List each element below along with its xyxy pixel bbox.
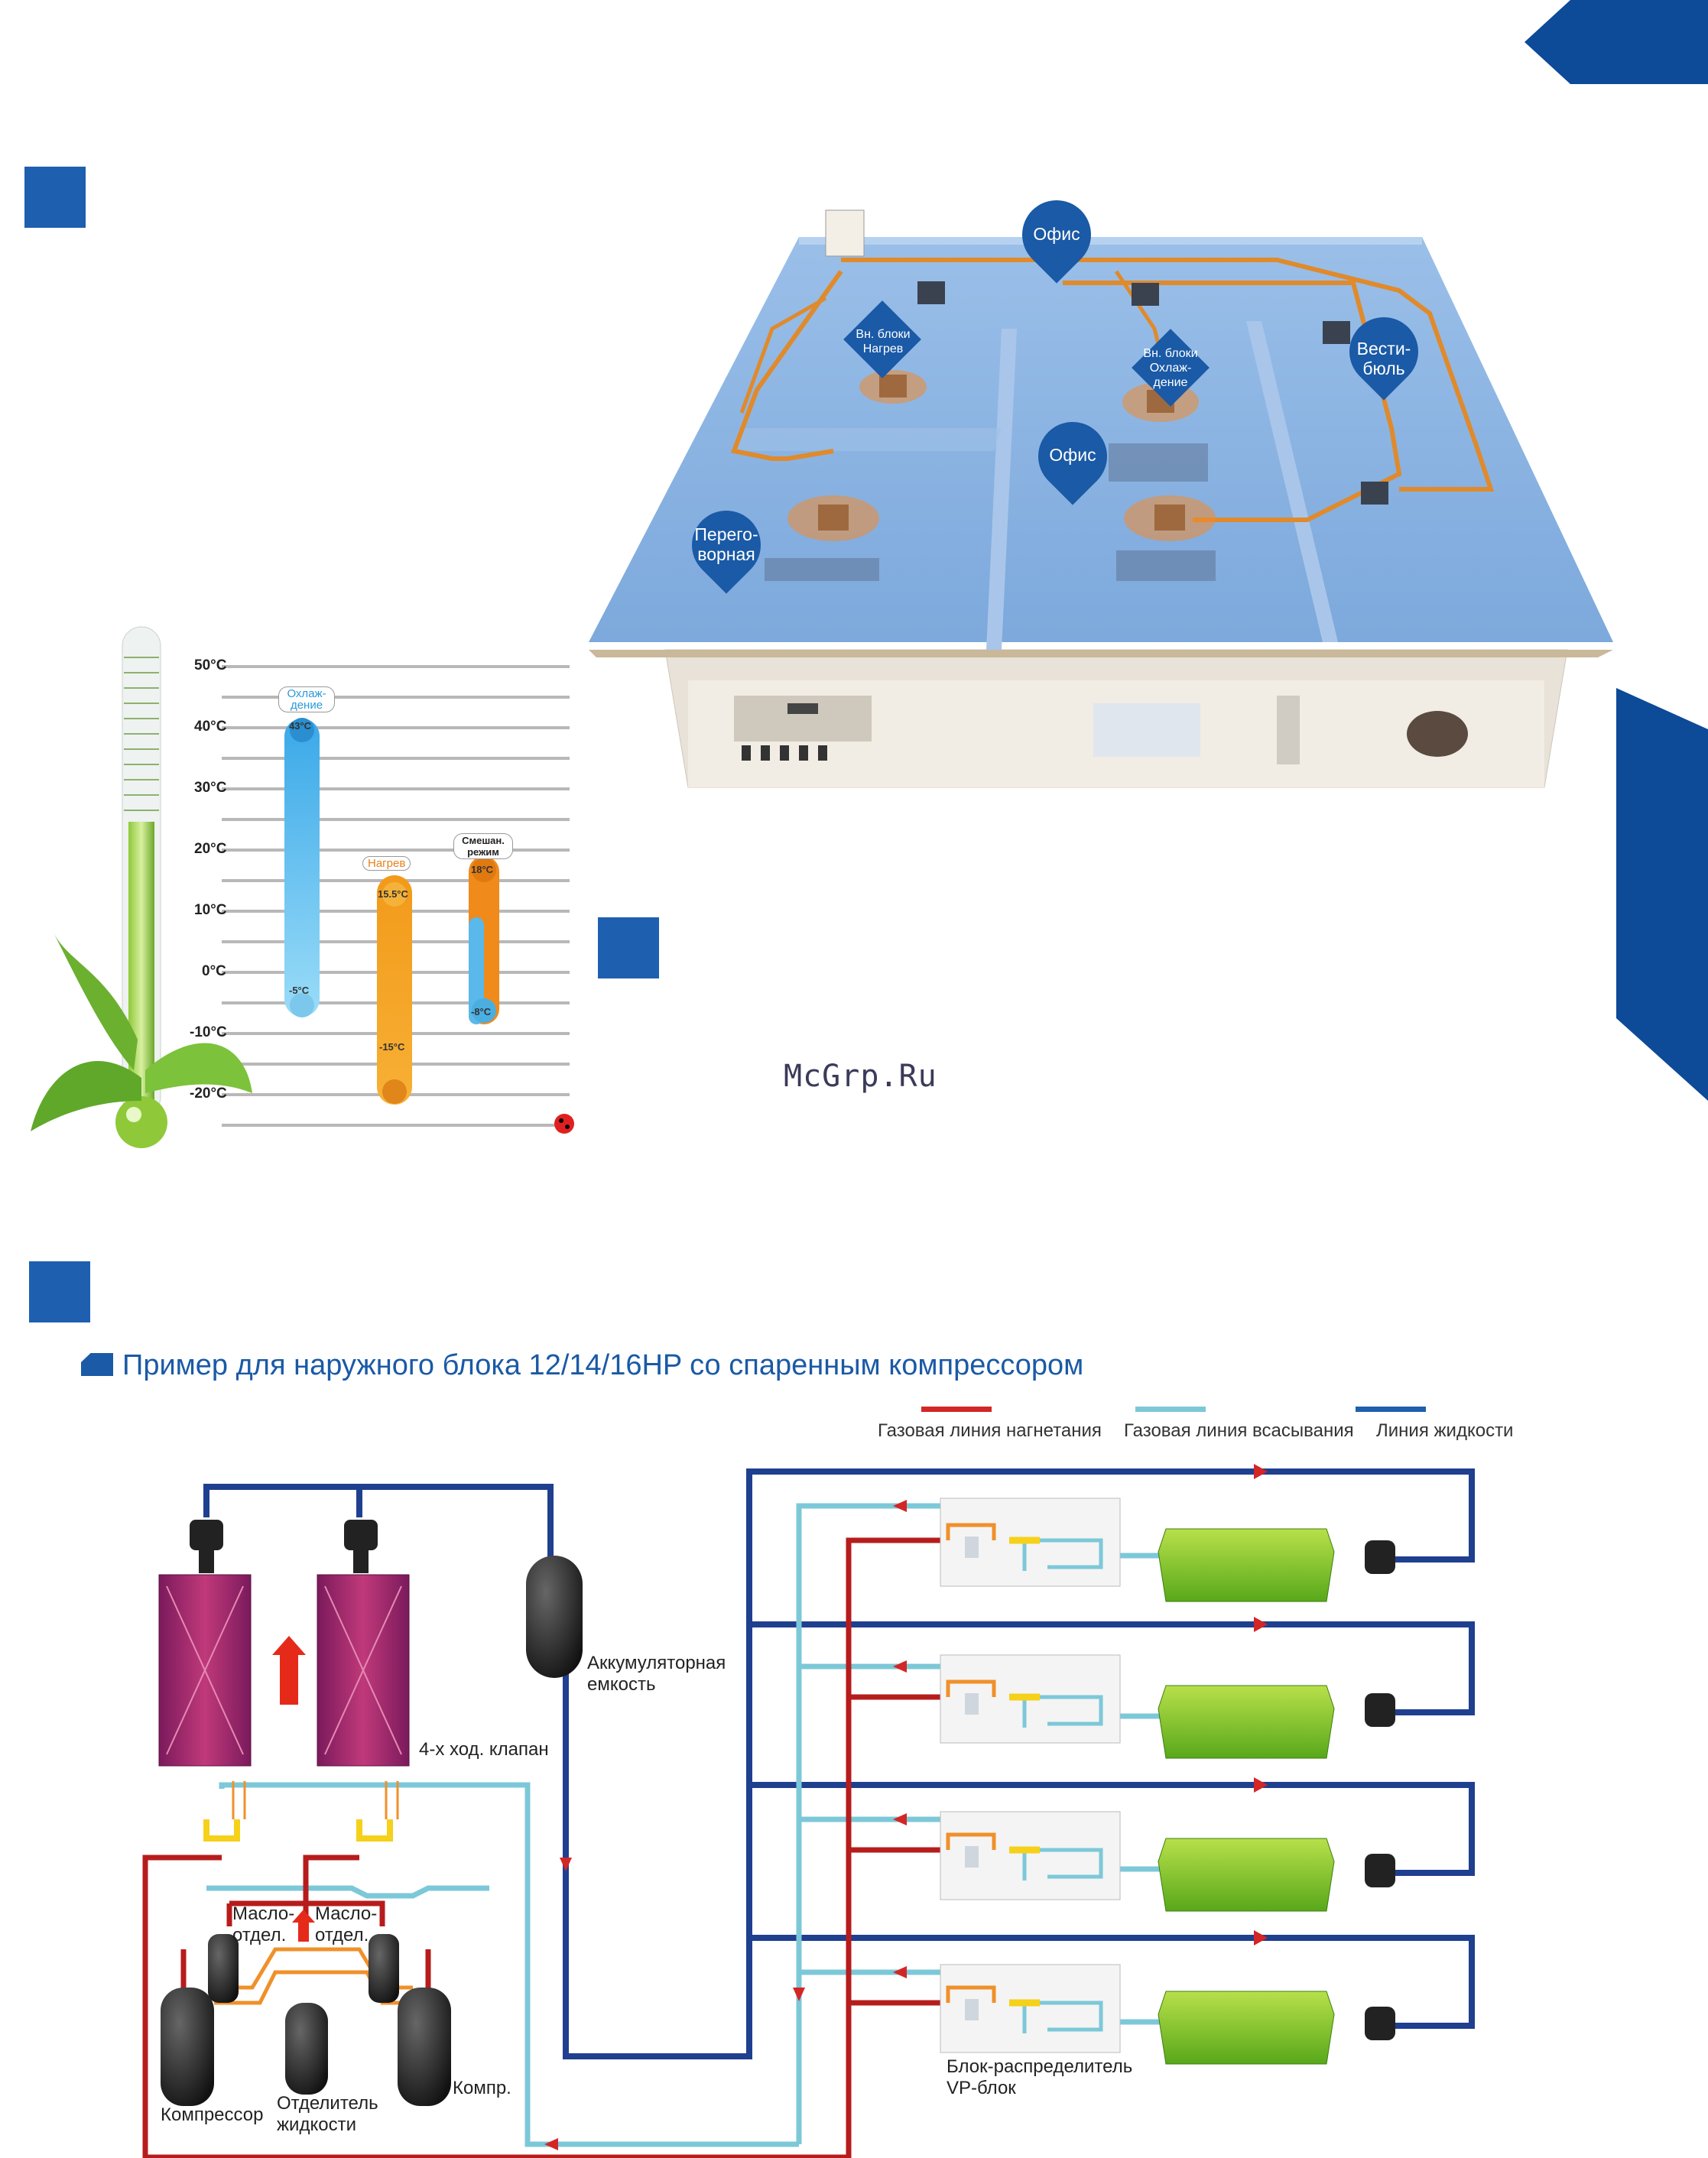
cooling-max: 43°C (289, 720, 312, 732)
tick-50: 50°C (194, 657, 227, 673)
tick-10: 10°C (194, 902, 227, 918)
mixed-bar-cool (469, 917, 484, 1024)
refrigerant-diagram (142, 1464, 1475, 2158)
cooling-caption: Охлаж-дение (278, 686, 335, 712)
cooling-bar (284, 719, 320, 1017)
cooling-min: -5°C (289, 985, 310, 996)
legend-discharge-swatch (921, 1407, 992, 1412)
watermark: McGrp.Ru (784, 1059, 937, 1094)
pin-office-mid-label: Офис (1049, 445, 1096, 465)
tick-0: 0°C (202, 963, 226, 979)
pin-office-top-label: Офис (1033, 224, 1080, 244)
legend-discharge-label: Газовая линия нагнетания (878, 1420, 1102, 1441)
legend-liquid-swatch (1356, 1407, 1426, 1412)
section-marker-3 (29, 1261, 90, 1322)
corner-tab (1525, 0, 1708, 84)
oil-separator-right-label: Масло-отдел. (315, 1903, 378, 1945)
legend-liquid-label: Линия жидкости (1376, 1420, 1514, 1441)
title-bullet-icon (81, 1353, 113, 1376)
vp-rows (940, 1498, 1121, 2053)
tick-30: 30°C (194, 780, 227, 796)
tick-minus10: -10°C (190, 1024, 227, 1040)
legend-suction-swatch (1135, 1407, 1206, 1412)
oil-separator-left-label: Масло-отдел. (232, 1903, 295, 1945)
section-marker-1 (24, 167, 86, 228)
side-tab (1616, 688, 1708, 1101)
mixed-caption: Смешан.режим (453, 833, 513, 859)
temperature-chart (31, 626, 574, 1148)
heating-bar (377, 875, 412, 1105)
mixed-min: -8°C (471, 1006, 492, 1017)
refrigerant-title: Пример для наружного блока 12/14/16HP со… (122, 1349, 1084, 1381)
mixed-max: 18°C (471, 864, 494, 875)
legend-suction-label: Газовая линия всасывания (1124, 1420, 1354, 1441)
heating-caption: Нагрев (362, 856, 411, 871)
heating-max: 15.5°C (378, 888, 408, 900)
pin-lobby-label: Вести-бюль (1356, 339, 1411, 378)
heating-min: -15°C (379, 1041, 405, 1053)
section-marker-2 (598, 917, 659, 978)
four-way-valve-label: 4-х ход. клапан (419, 1739, 549, 1760)
tick-20: 20°C (194, 841, 227, 857)
tick-40: 40°C (194, 719, 227, 735)
compr-label: Компр. (453, 2078, 511, 2098)
pin-meeting-label: Перего-ворная (694, 524, 758, 564)
building-illustration (589, 209, 1613, 788)
tick-minus20: -20°C (190, 1085, 227, 1102)
compressor-label: Компрессор (161, 2104, 264, 2125)
